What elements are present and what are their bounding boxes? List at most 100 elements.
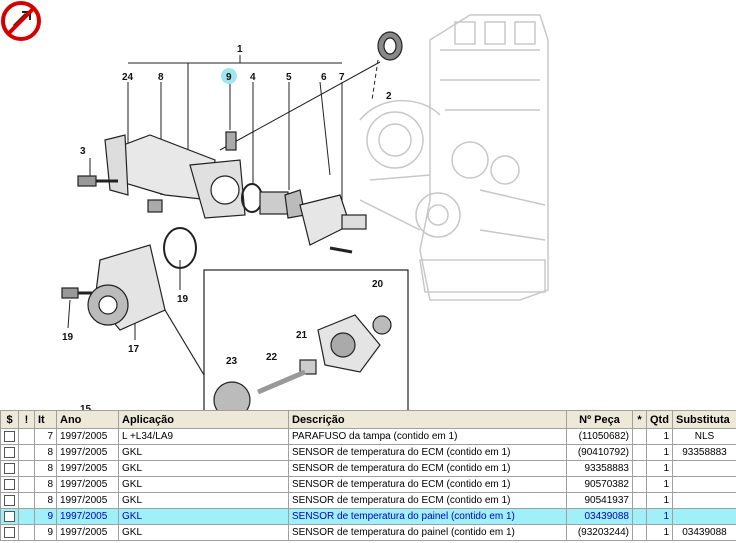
substitute-cell: 93358883 [672,444,736,461]
callout-3[interactable]: 3 [80,146,86,157]
part-number-cell: (93203244) [566,524,633,541]
star-cell [632,492,647,509]
checkbox[interactable] [4,510,15,522]
star-cell [632,508,647,525]
parts-grid[interactable]: $ ! It Ano Aplicação Descrição Nº Peça *… [0,410,736,543]
callout-5[interactable]: 5 [286,72,292,83]
col-header-alert[interactable]: ! [18,410,35,429]
application-cell: GKL [118,460,289,477]
col-header-year[interactable]: Ano [56,410,119,429]
exploded-view-drawing: 1 2 3 4 5 6 7 8 9 24 19 17 19 20 21 22 2… [61,14,549,412]
checkbox[interactable] [4,446,15,458]
callout-19[interactable]: 19 [177,294,189,305]
no-entry-icon[interactable] [0,0,42,42]
col-header-price[interactable]: $ [0,410,19,429]
callout-1[interactable]: 1 [237,44,243,55]
star-cell [632,460,647,477]
qty-cell: 1 [646,460,673,477]
description-cell: SENSOR de temperatura do painel (contido… [288,524,567,541]
item-cell: 7 [34,428,57,445]
callout-4[interactable]: 4 [250,72,256,83]
callout-17[interactable]: 17 [128,344,140,355]
year-cell: 1997/2005 [56,508,119,525]
description-cell: SENSOR de temperatura do ECM (contido em… [288,444,567,461]
qty-cell: 1 [646,476,673,493]
substitute-cell [672,476,736,493]
callout-20[interactable]: 20 [372,279,384,290]
substitute-cell [672,460,736,477]
year-cell: 1997/2005 [56,428,119,445]
item-cell: 8 [34,476,57,493]
qty-cell: 1 [646,428,673,445]
callout-6[interactable]: 6 [321,72,327,83]
part-number-cell: 90570382 [566,476,633,493]
row-checkbox[interactable] [0,524,19,541]
callout-22[interactable]: 22 [266,352,278,363]
qty-cell: 1 [646,492,673,509]
alert-cell [18,428,35,445]
application-cell: GKL [118,508,289,525]
part-number-cell: 93358883 [566,460,633,477]
application-cell: GKL [118,524,289,541]
row-checkbox[interactable] [0,428,19,445]
substitute-cell: 03439088 [672,524,736,541]
description-cell: SENSOR de temperatura do ECM (contido em… [288,476,567,493]
qty-cell: 1 [646,508,673,525]
callout-21[interactable]: 21 [296,330,308,341]
substitute-cell [672,508,736,525]
qty-cell: 1 [646,444,673,461]
checkbox[interactable] [4,494,15,506]
parts-table: $ ! It Ano Aplicação Descrição Nº Peça *… [0,410,736,541]
row-checkbox[interactable] [0,508,19,525]
alert-cell [18,460,35,477]
callout-24[interactable]: 24 [122,72,134,83]
parts [61,31,403,331]
checkbox[interactable] [4,478,15,490]
star-cell [632,428,647,445]
part-number-cell: (90410792) [566,444,633,461]
checkbox[interactable] [4,526,15,538]
callout-9[interactable]: 9 [226,72,232,83]
engine-block-outline [359,14,549,301]
parts-diagram[interactable]: 1 2 3 4 5 6 7 8 9 24 19 17 19 20 21 22 2… [0,0,736,412]
col-header-qty[interactable]: Qtd [646,410,673,429]
callout-19b[interactable]: 19 [62,332,74,343]
detail-inset [164,269,409,412]
description-cell: PARAFUSO da tampa (contido em 1) [288,428,567,445]
col-header-star[interactable]: * [632,410,647,429]
star-cell [632,476,647,493]
row-checkbox[interactable] [0,476,19,493]
checkbox[interactable] [4,430,15,442]
callout-7[interactable]: 7 [339,72,345,83]
col-header-substitute[interactable]: Substituta [672,410,736,429]
col-header-application[interactable]: Aplicação [118,410,289,429]
col-header-description[interactable]: Descrição [288,410,567,429]
year-cell: 1997/2005 [56,444,119,461]
callout-15[interactable]: 15 [80,404,92,412]
substitute-cell [672,492,736,509]
callout-9-highlight [221,68,237,84]
callout-2[interactable]: 2 [386,91,392,102]
col-header-part-number[interactable]: Nº Peça [566,410,633,429]
part-number-cell: (11050682) [566,428,633,445]
checkbox[interactable] [4,462,15,474]
part-number-cell: 03439088 [566,508,633,525]
star-cell [632,444,647,461]
row-checkbox[interactable] [0,492,19,509]
callout-23[interactable]: 23 [226,356,238,367]
alert-cell [18,524,35,541]
col-header-item[interactable]: It [34,410,57,429]
row-checkbox[interactable] [0,444,19,461]
callout-8[interactable]: 8 [158,72,164,83]
year-cell: 1997/2005 [56,524,119,541]
substitute-cell: NLS [672,428,736,445]
row-checkbox[interactable] [0,460,19,477]
item-cell: 8 [34,460,57,477]
